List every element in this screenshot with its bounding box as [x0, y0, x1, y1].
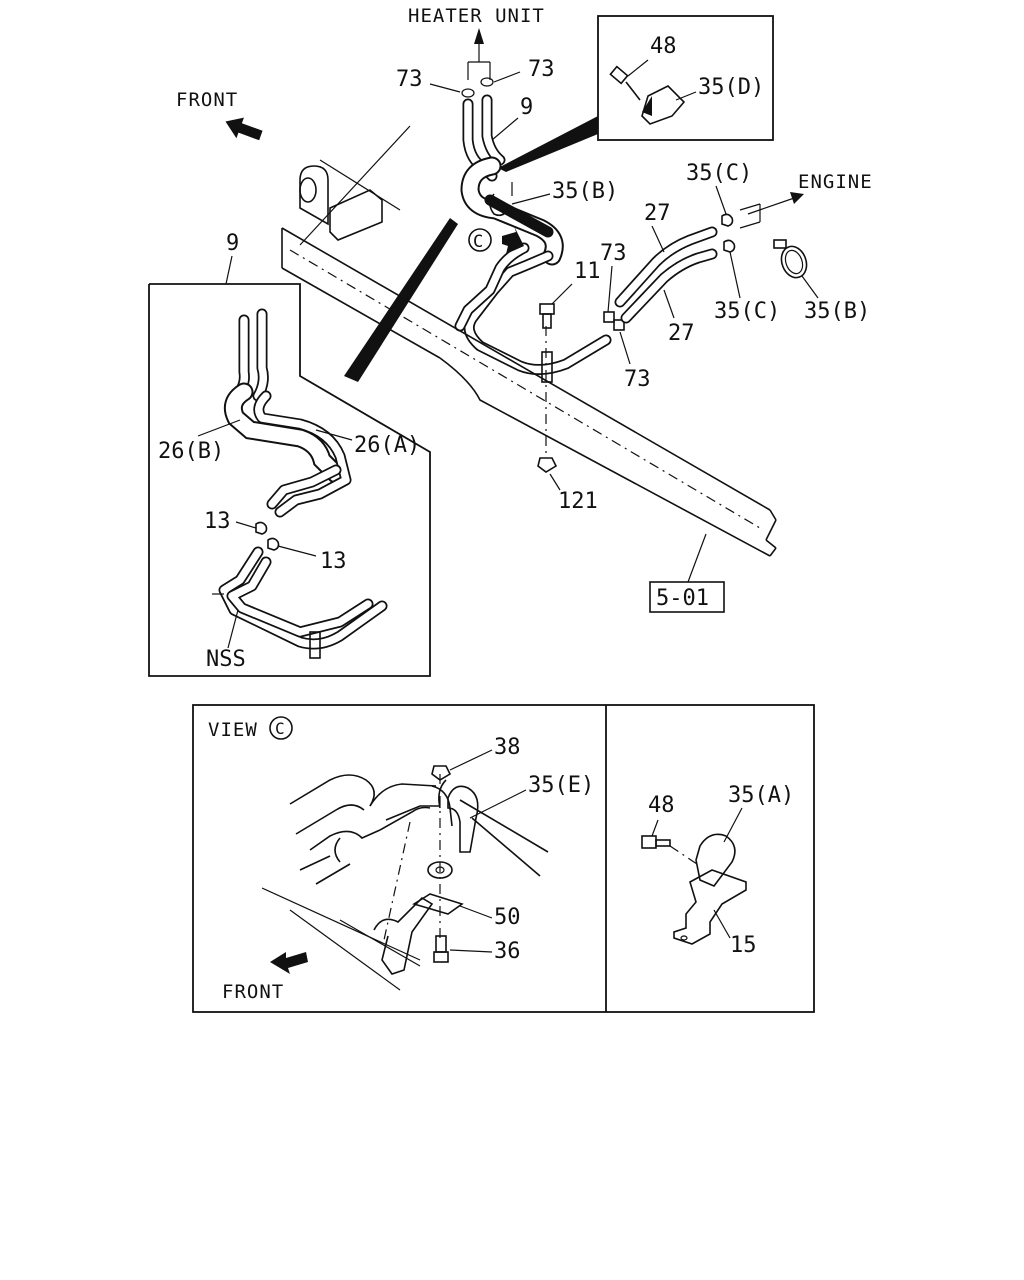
part-48-view: 48: [648, 793, 675, 818]
part-121: 121: [558, 489, 598, 514]
part-15: 15: [730, 933, 757, 958]
clamp-73-left: [461, 88, 475, 98]
part-48-top: 48: [650, 34, 677, 59]
part-9-inset: 9: [226, 231, 239, 256]
part-73-lower: 73: [624, 367, 651, 392]
part-73-left: 73: [396, 67, 423, 92]
clamp-73-right: [480, 77, 494, 87]
flow-arrow-icon: [502, 226, 524, 254]
view-c-callout-letter: C: [473, 232, 483, 252]
part-35b-top: 35(B): [552, 179, 618, 204]
front-indicator-top: FRONT: [176, 89, 263, 141]
front-label-view: FRONT: [222, 981, 284, 1003]
view-marker-letter: C: [275, 719, 285, 738]
main-pipe-assembly: 35(B) C: [454, 94, 618, 383]
view-c-panel: VIEW C 38 35(E) 50: [192, 704, 815, 1013]
clamps-73-mid: 73 73: [600, 241, 651, 392]
part-35b-right: 35(B): [804, 299, 870, 324]
heater-unit-group: HEATER UNIT 73 73 9: [396, 5, 555, 141]
ref-5-01: 5-01: [656, 586, 709, 611]
front-label-top: FRONT: [176, 89, 238, 111]
part-36: 36: [494, 939, 521, 964]
front-arrow-icon: [225, 117, 263, 141]
part-9-top: 9: [520, 95, 533, 120]
part-50: 50: [494, 905, 521, 930]
part-35c-top: 35(C): [686, 161, 752, 186]
part-35e: 35(E): [528, 773, 594, 798]
part-38: 38: [494, 735, 521, 760]
part-11: 11: [574, 259, 601, 284]
engine-label: ENGINE: [798, 171, 873, 193]
ref-5-01-group: 5-01: [649, 533, 725, 613]
callout-wedge-inset: [344, 218, 458, 382]
detail-box-35d: 48 35(D): [597, 15, 774, 141]
part-73-right: 73: [528, 57, 555, 82]
part-27-bottom: 27: [668, 321, 695, 346]
part-26b: 26(B): [158, 439, 224, 464]
part-35d: 35(D): [698, 75, 764, 100]
view-direction-arrow-icon: [270, 952, 308, 974]
heater-unit-label: HEATER UNIT: [408, 5, 545, 27]
view-label: VIEW: [208, 719, 258, 741]
inset-panel-9: 9 26(B) 26(A) 13 13 NSS: [148, 231, 431, 677]
callout-wedge-35d: [498, 116, 598, 172]
part-35c-bottom: 35(C): [714, 299, 780, 324]
frame-rail: [281, 125, 777, 557]
part-35a: 35(A): [728, 783, 794, 808]
hose-27-group: 27 27 35(C) 35(C) ENGINE 35(B): [614, 161, 873, 346]
part-13-right: 13: [320, 549, 347, 574]
part-26a: 26(A): [354, 433, 420, 458]
part-13-left: 13: [204, 509, 231, 534]
part-nss: NSS: [206, 647, 246, 672]
bolt-11-group: 11 121: [537, 259, 601, 514]
part-73-mid: 73: [600, 241, 627, 266]
view-marker-circle: [269, 716, 293, 740]
view-c-callout-circle: [468, 228, 492, 252]
part-27-top: 27: [644, 201, 671, 226]
